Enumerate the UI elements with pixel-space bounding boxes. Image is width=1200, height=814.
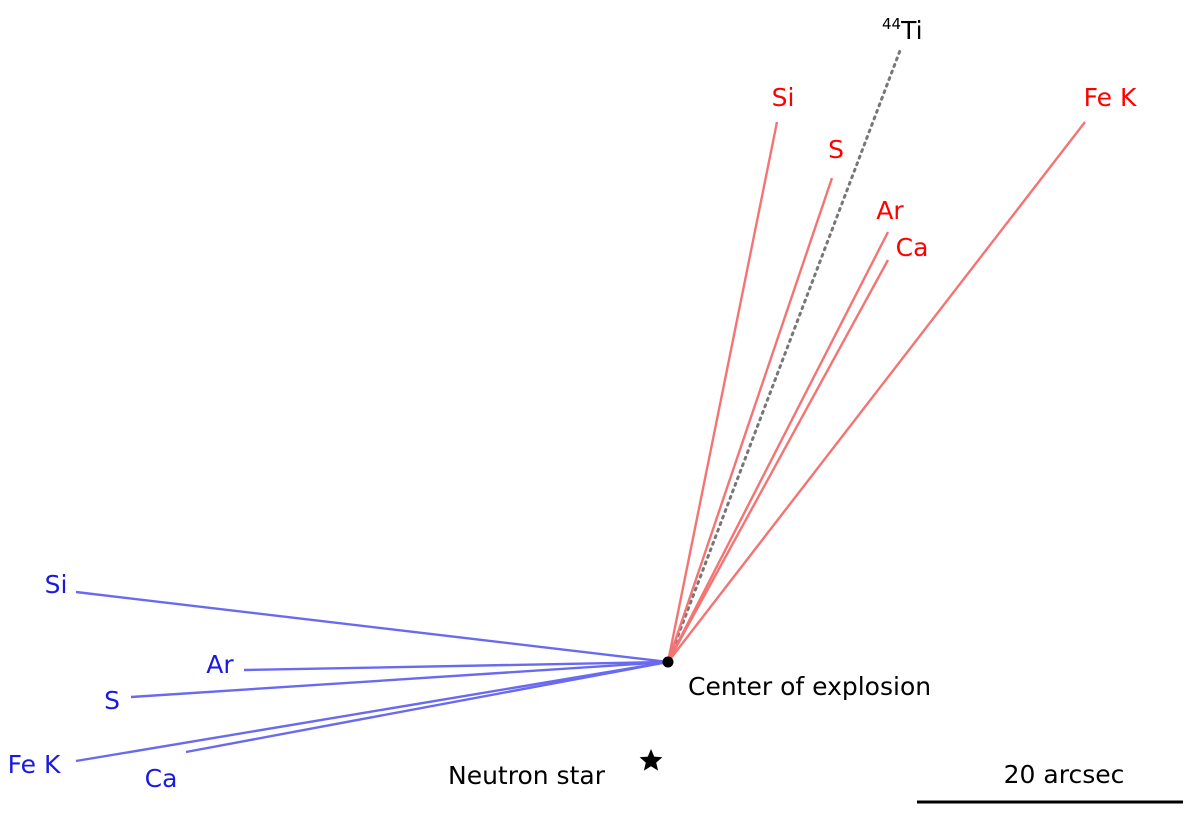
red-ar-label: Ar	[876, 196, 904, 225]
red-s-line	[666, 177, 834, 663]
blueshifted-lines	[75, 590, 669, 763]
red-ca-line	[666, 259, 890, 663]
red-fe-k-line	[667, 121, 1086, 663]
redshifted-lines	[666, 121, 1086, 663]
ti44-direction-line	[666, 46, 903, 664]
ti44-label: 44Ti	[882, 15, 923, 45]
neutron-star-label: Neutron star	[448, 761, 606, 790]
blue-si-label: Si	[45, 570, 68, 599]
red-si-label: Si	[772, 83, 795, 112]
blue-fe-k-line	[75, 660, 669, 763]
blue-ca-label: Ca	[145, 764, 178, 793]
star-icon	[639, 749, 663, 771]
red-fe-k-label: Fe K	[1084, 83, 1137, 112]
red-ca-label: Ca	[896, 233, 929, 262]
blue-ca-line	[185, 660, 669, 754]
blueshifted-labels: Si Ar S Fe K Ca	[8, 570, 235, 793]
blue-ar-label: Ar	[206, 650, 234, 679]
red-si-line	[666, 121, 779, 663]
red-s-label: S	[828, 135, 844, 164]
blue-fe-k-label: Fe K	[8, 750, 61, 779]
blue-ar-line	[243, 660, 669, 672]
blue-s-line	[130, 660, 669, 699]
blue-si-line	[75, 590, 669, 664]
scale-bar-label: 20 arcsec	[1004, 760, 1125, 789]
explosion-center-dot	[662, 656, 674, 668]
blue-s-label: S	[104, 686, 120, 715]
red-ar-line	[666, 231, 890, 663]
center-of-explosion-label: Center of explosion	[688, 672, 931, 701]
redshifted-labels: Si S Ar Ca Fe K	[772, 83, 1137, 262]
ti44-mass-number: 44	[882, 15, 901, 33]
ti44-element: Ti	[900, 16, 922, 45]
